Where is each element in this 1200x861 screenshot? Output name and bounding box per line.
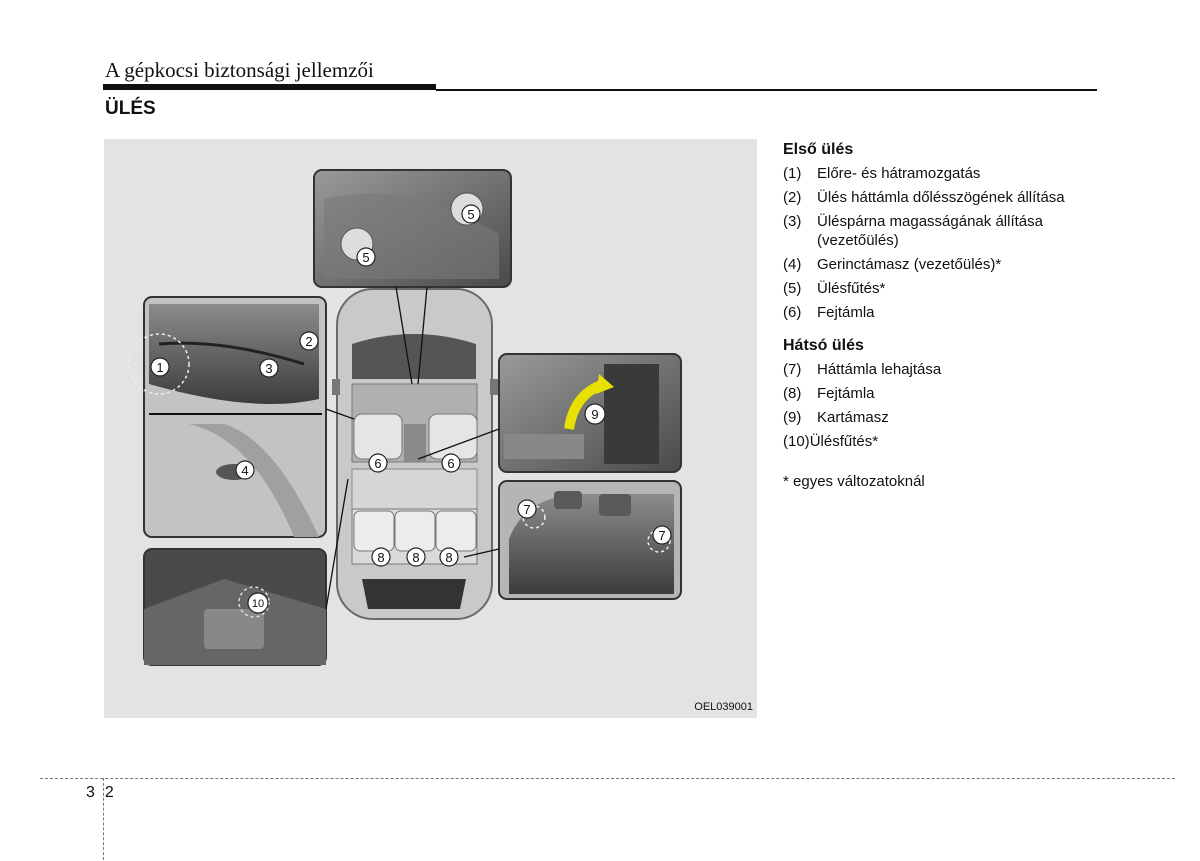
legend-rear-list: (7)Háttámla lehajtása (8)Fejtámla (9)Kar… bbox=[783, 360, 1113, 451]
header-rule-thin bbox=[436, 89, 1097, 91]
legend-front-list: (1)Előre- és hátramozgatás (2)Ülés háttá… bbox=[783, 164, 1113, 322]
list-item: (2)Ülés háttámla dőlésszögének állítása bbox=[783, 189, 1065, 206]
footer-vertical-divider bbox=[103, 778, 104, 860]
callout-1: 1 bbox=[156, 360, 163, 375]
list-item: (5)Ülésfűtés* bbox=[783, 280, 886, 297]
callout-9: 9 bbox=[591, 407, 598, 422]
list-item: (10)Ülésfűtés* bbox=[783, 433, 879, 450]
page-number-value: 2 bbox=[104, 784, 114, 801]
legend: Első ülés (1)Előre- és hátramozgatás (2)… bbox=[783, 140, 1113, 491]
footnote: * egyes változatoknál bbox=[783, 473, 925, 490]
list-item: (4)Gerinctámasz (vezetőülés)* bbox=[783, 256, 1002, 273]
list-item: (9)Kartámasz bbox=[783, 409, 889, 426]
legend-rear-title: Hátsó ülés bbox=[783, 337, 864, 354]
callout-5b: 5 bbox=[467, 207, 474, 222]
page-heading: ÜLÉS bbox=[105, 98, 156, 119]
list-item: (1)Előre- és hátramozgatás bbox=[783, 165, 981, 182]
legend-front-title: Első ülés bbox=[783, 141, 854, 158]
callout-4: 4 bbox=[241, 463, 248, 478]
callout-10: 10 bbox=[252, 598, 264, 610]
callout-8c: 8 bbox=[445, 550, 452, 565]
callout-7a: 7 bbox=[523, 502, 530, 517]
header-rule-thick bbox=[103, 84, 436, 90]
list-item: (7)Háttámla lehajtása bbox=[783, 361, 942, 378]
callout-8a: 8 bbox=[377, 550, 384, 565]
list-item: (8)Fejtámla bbox=[783, 385, 875, 402]
inset-rear-seat-fold bbox=[498, 480, 682, 600]
callout-2: 2 bbox=[305, 334, 312, 349]
chapter-number: 3 bbox=[86, 784, 95, 801]
footer-divider bbox=[40, 778, 1175, 779]
callout-3: 3 bbox=[265, 361, 272, 376]
figure-code: OEL039001 bbox=[694, 701, 753, 713]
inset-front-seat-heater bbox=[313, 169, 512, 288]
car-top-view bbox=[332, 288, 498, 620]
callout-8b: 8 bbox=[412, 550, 419, 565]
callout-5a: 5 bbox=[362, 250, 369, 265]
seat-illustration: 1 2 3 4 5 5 6 6 7 7 8 8 8 9 10 OEL039001 bbox=[104, 139, 757, 718]
section-title: A gépkocsi biztonsági jellemzői bbox=[105, 58, 374, 82]
list-item: (3)Üléspárna magasságának állítása (veze… bbox=[783, 213, 1043, 249]
inset-front-seat-controls bbox=[128, 296, 327, 538]
callout-6a: 6 bbox=[374, 456, 381, 471]
callout-6b: 6 bbox=[447, 456, 454, 471]
seat-diagram: 1 2 3 4 5 5 6 6 7 7 8 8 8 9 10 bbox=[128, 169, 682, 666]
list-item: (6)Fejtámla bbox=[783, 304, 875, 321]
callout-7b: 7 bbox=[658, 528, 665, 543]
inset-door-heater bbox=[143, 548, 327, 666]
